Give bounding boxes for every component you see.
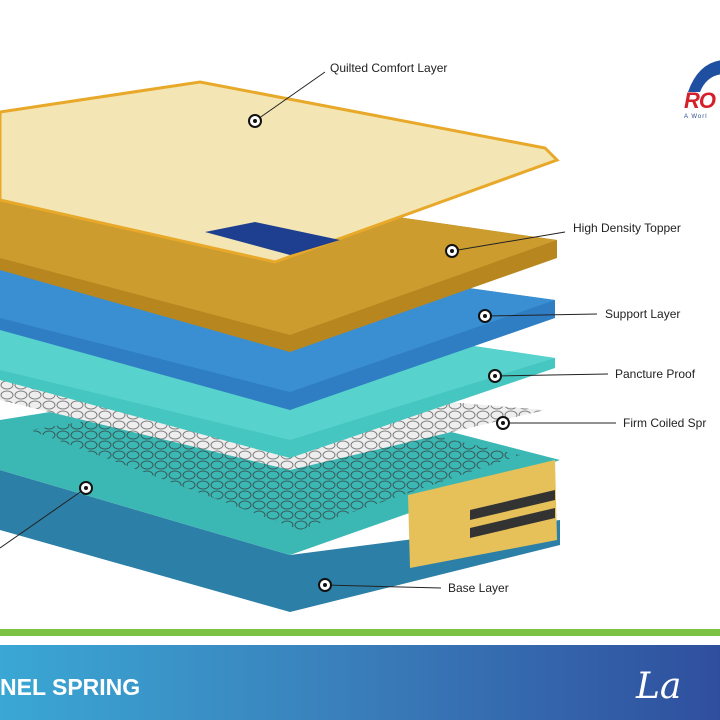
brand-logo: RO (684, 88, 716, 113)
leader-lines (0, 71, 616, 589)
label-topper: High Density Topper (573, 221, 681, 235)
label-base: Base Layer (448, 581, 509, 595)
brand-tagline: A Worl (684, 114, 708, 120)
label-puncture: Pancture Proof (615, 367, 696, 381)
logo-arc-icon (688, 60, 720, 92)
product-title: NEL SPRING (0, 674, 141, 700)
script-logo: La (636, 666, 682, 707)
label-coiled: Firm Coiled Spr (623, 416, 707, 430)
label-quilted: Quilted Comfort Layer (330, 61, 448, 75)
footer-band (0, 645, 720, 720)
marker-dots (79, 114, 510, 592)
green-divider (0, 629, 720, 636)
label-support: Support Layer (605, 307, 681, 321)
quilted-comfort-layer (0, 80, 560, 264)
